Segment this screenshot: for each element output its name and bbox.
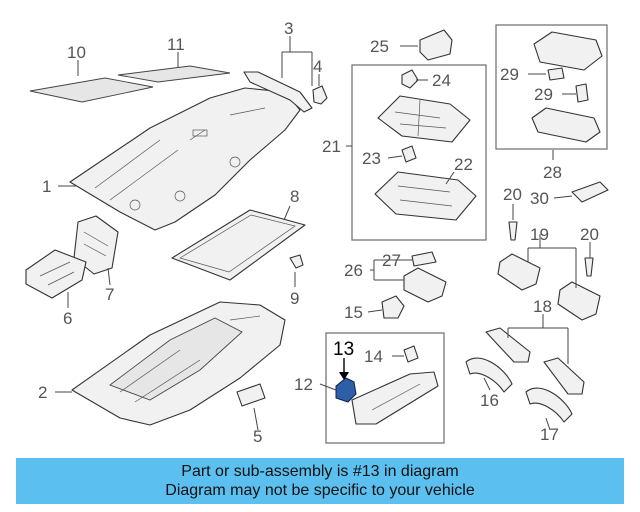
callout: 21	[322, 137, 341, 156]
part-6-bracket	[25, 249, 87, 299]
group-box-21-24	[351, 64, 487, 241]
part-15-lamp	[381, 295, 405, 319]
leader-lines	[55, 36, 591, 431]
callout-labels: 1 2 3 4 5 6 7 8 9 10 11 12 13 14 15 16 1…	[38, 19, 599, 446]
callout: 7	[105, 285, 114, 304]
part-16-grip	[465, 357, 513, 393]
part-10-pad	[29, 77, 154, 103]
callout: 28	[543, 163, 562, 182]
callout: 25	[370, 37, 389, 56]
part-13-visor-mount[interactable]	[335, 377, 357, 403]
callout: 9	[290, 289, 299, 308]
callout: 29	[534, 85, 553, 104]
callout: 12	[294, 375, 313, 394]
callout: 18	[533, 297, 552, 316]
part-27-bulb	[411, 251, 437, 267]
callout: 5	[253, 427, 262, 446]
callout: 22	[454, 155, 473, 174]
part-1-headliner	[69, 87, 301, 231]
part-17-grip	[525, 387, 573, 423]
callout: 29	[500, 65, 519, 84]
info-banner: Part or sub-assembly is #13 in diagram D…	[16, 458, 624, 504]
part-14-clip	[403, 345, 419, 363]
callout: 30	[530, 189, 549, 208]
group-box-28-29	[495, 24, 608, 150]
callout: 15	[344, 303, 363, 322]
callout: 3	[284, 19, 293, 38]
callout: 6	[63, 309, 72, 328]
part-18-handle-a	[485, 327, 531, 363]
callout: 19	[530, 225, 549, 244]
part-29-bulb-b	[575, 83, 589, 103]
part-25-lamp	[419, 29, 453, 61]
callout: 20	[503, 185, 522, 204]
callout: 4	[313, 57, 322, 76]
part-19-mount-b	[557, 281, 601, 321]
part-24-bulb	[401, 69, 419, 89]
part-8-sunshade	[171, 209, 306, 281]
banner-line-2: Diagram may not be specific to your vehi…	[165, 482, 475, 499]
callout: 23	[362, 149, 381, 168]
part-3-rail	[243, 71, 313, 113]
part-28-console	[533, 31, 603, 71]
part-9-clip	[289, 254, 304, 269]
part-11-pad	[117, 65, 231, 83]
part-22-bezel	[374, 171, 477, 221]
part-20-screw-b	[584, 257, 594, 277]
callout-highlighted: 13	[333, 339, 354, 360]
callout: 11	[167, 35, 185, 54]
callout: 10	[67, 43, 86, 62]
callout: 26	[344, 261, 363, 280]
parts-diagram: 1 2 3 4 5 6 7 8 9 10 11 12 13 14 15 16 1…	[25, 19, 609, 446]
part-30-lamp	[571, 181, 609, 203]
part-20-screw-a	[508, 221, 518, 241]
callout: 24	[432, 71, 451, 90]
banner-line-1: Part or sub-assembly is #13 in diagram	[181, 463, 459, 480]
part-21-console	[377, 95, 471, 143]
part-19-mount-a	[497, 253, 541, 291]
part-4-clip	[312, 85, 328, 105]
callout: 16	[480, 391, 499, 410]
part-5-lamp	[236, 383, 266, 407]
part-28-bezel	[531, 107, 601, 143]
callout: 17	[540, 425, 559, 444]
part-26-lamp	[403, 267, 447, 303]
part-29-bulb-a	[547, 67, 565, 81]
callout: 1	[42, 177, 51, 196]
callout: 2	[38, 383, 47, 402]
callout: 14	[364, 347, 383, 366]
part-18-handle-b	[543, 357, 585, 395]
part-12-sun-visor	[351, 371, 439, 425]
group-box-12-14	[325, 332, 445, 444]
callout: 20	[580, 225, 599, 244]
callout: 27	[382, 251, 401, 270]
callout: 8	[290, 187, 299, 206]
part-23-bulb	[401, 145, 417, 163]
